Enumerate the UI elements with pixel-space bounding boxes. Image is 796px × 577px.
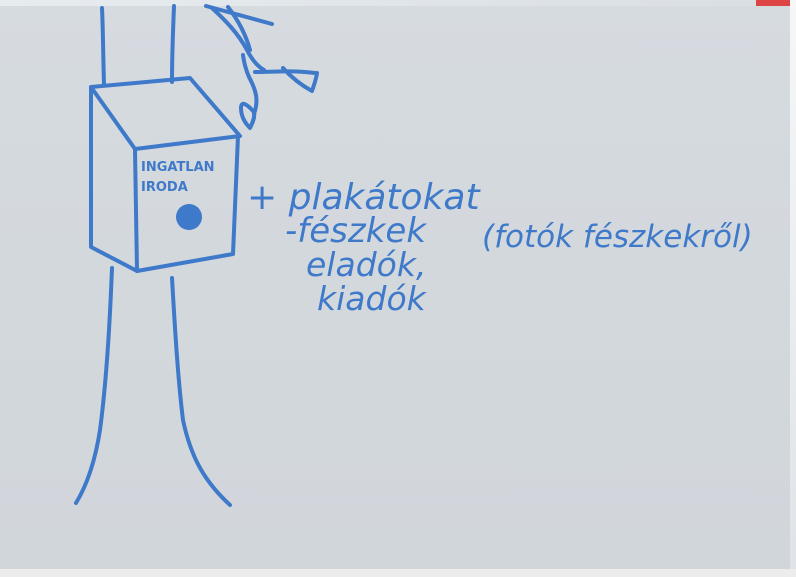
birdhouse-entrance-hole [176, 204, 202, 230]
note-line-for-rent: kiadók [317, 279, 428, 318]
tree [76, 6, 317, 505]
birdhouse-label-line2: IRODA [141, 180, 188, 195]
note-line-photos: (fotók fészkekről) [482, 219, 753, 255]
birdhouse-label-line1: INGATLAN [141, 160, 215, 175]
